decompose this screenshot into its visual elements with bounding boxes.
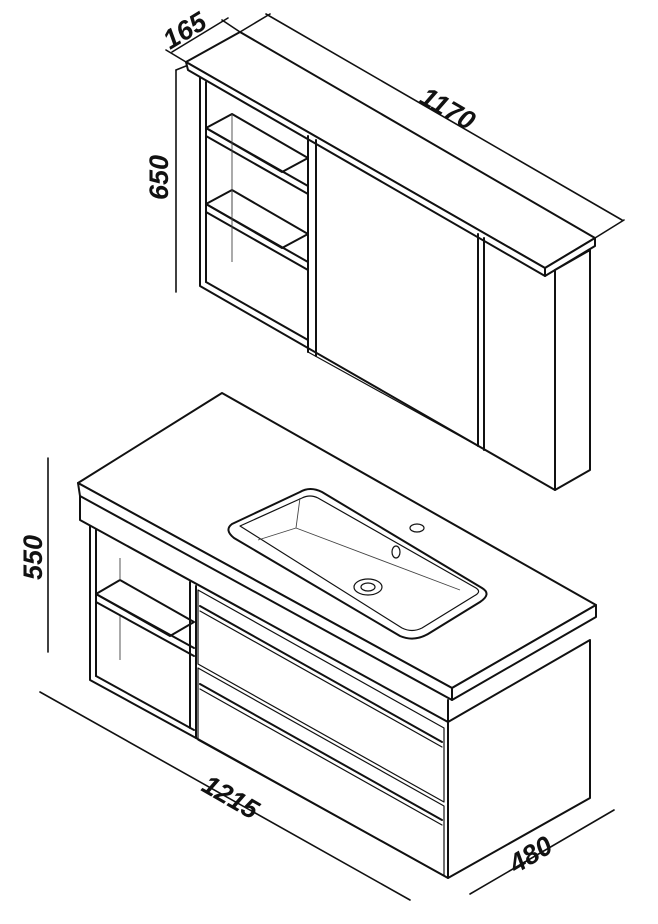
label-vanity-width: 1215 [197,769,265,826]
vanity-drawers [197,589,445,877]
mirror-cabinet [185,31,596,491]
mirror-cabinet-top-side-edge [544,237,596,277]
label-vanity-height: 550 [18,535,48,580]
basin [227,488,488,640]
countertop-apron [79,495,449,723]
drawer-upper [197,589,445,803]
drawer-lower [197,667,445,877]
vanity-shelf [95,579,195,637]
dimension-lines [39,13,625,901]
mirror-doors [307,135,485,451]
vanity-base [77,392,597,879]
drain-outer [353,578,383,596]
vanity-open-shelves [95,529,197,739]
mirror-cabinet-right-side [554,249,591,491]
mirror-shelf-2 [205,189,309,249]
countertop-top [77,392,597,689]
label-mirror-height: 650 [144,155,174,200]
countertop-side-edge [451,604,597,701]
mirror-cabinet-top-front-edge [185,61,546,277]
basin-inner-rim [239,495,480,632]
overflow-hole [391,545,401,559]
drain-inner [360,582,376,592]
vanity-right-side [447,639,591,879]
faucet-hole [409,523,425,533]
label-mirror-width: 1170 [415,81,480,136]
label-mirror-depth: 165 [158,6,213,55]
basin-outer-rim [227,488,488,640]
